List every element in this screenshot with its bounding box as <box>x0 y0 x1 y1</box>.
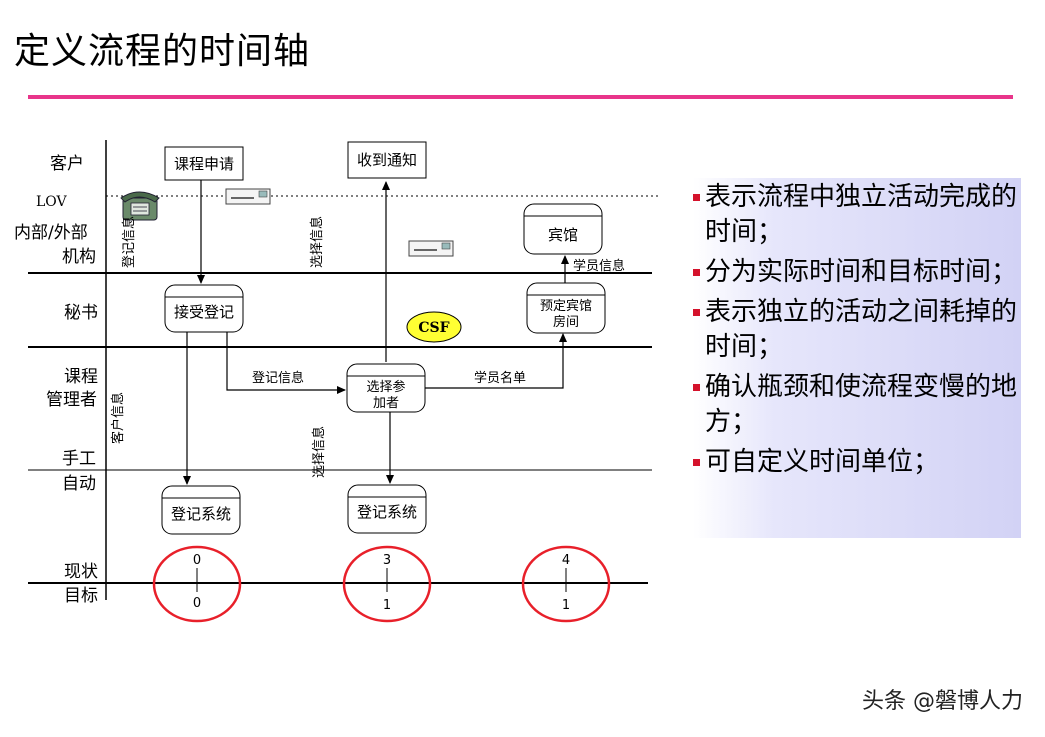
box-receive-notice-label: 收到通知 <box>357 151 417 169</box>
bullet-text: 可自定义时间单位； <box>705 447 940 477</box>
timeline-marker-2: 3 1 <box>342 545 432 623</box>
timeline-current-2: 3 <box>383 553 391 568</box>
bullet-square-icon <box>693 269 700 276</box>
lane-label-auto: 自动 <box>62 474 96 494</box>
csf-label: CSF <box>418 320 449 336</box>
envelope-icon <box>408 240 454 257</box>
lane-label-target: 目标 <box>64 586 98 606</box>
bullet-item: 确认瓶颈和使流程变慢的地方； <box>693 370 1017 440</box>
timeline-target-1: 0 <box>193 596 201 611</box>
lane-label-current: 现状 <box>64 562 98 582</box>
box-select-label-1: 选择参 <box>366 379 405 395</box>
bullet-text: 表示独立的活动之间耗掉的时间； <box>705 297 1018 362</box>
bullet-item: 表示流程中独立活动完成的时间； <box>693 180 1017 250</box>
box-hotel-label: 宾馆 <box>548 226 578 244</box>
lane-label-manual: 手工 <box>62 449 96 469</box>
box-book-hotel-label-1: 预定宾馆 <box>540 298 592 314</box>
label-select-info-top: 选择信息 <box>309 216 325 268</box>
timeline-current-1: 0 <box>193 553 201 568</box>
page-title: 定义流程的时间轴 <box>14 31 311 72</box>
box-reg-system-1-label: 登记系统 <box>171 505 231 523</box>
timeline-target-3: 1 <box>562 598 570 613</box>
lane-label-lov: LOV <box>36 194 68 210</box>
csf-ellipse <box>406 311 462 343</box>
timeline-target-2: 1 <box>383 598 391 613</box>
timeline-marker-3: 4 1 <box>521 545 611 623</box>
bullet-item: 分为实际时间和目标时间； <box>693 255 1017 290</box>
box-course-apply-label: 课程申请 <box>174 155 234 173</box>
box-course-apply <box>164 146 244 181</box>
lane-label-customer: 客户 <box>50 154 84 174</box>
notes-panel: 表示流程中独立活动完成的时间； 分为实际时间和目标时间； 表示独立的活动之间耗掉… <box>693 178 1021 538</box>
bullet-square-icon <box>693 194 700 201</box>
timeline-marker-1: 0 0 <box>152 545 242 623</box>
lane-label-course: 课程 <box>64 367 98 387</box>
label-student-info: 学员信息 <box>573 258 625 274</box>
title-divider <box>28 95 1013 99</box>
bullet-text: 分为实际时间和目标时间； <box>705 257 1018 287</box>
label-reg-info: 登记信息 <box>252 370 304 386</box>
bullet-text: 确认瓶颈和使流程变慢的地方； <box>705 372 1018 437</box>
telephone-icon <box>120 191 160 221</box>
bullet-square-icon <box>693 384 700 391</box>
arrow-select-to-hotel-booking <box>425 333 567 389</box>
arrow-accept-to-select <box>226 332 346 394</box>
lane-label-secretary: 秘书 <box>64 303 98 323</box>
box-select-label-2: 加者 <box>373 396 399 411</box>
bullet-square-icon <box>693 459 700 466</box>
box-accept-register-label: 接受登记 <box>174 303 234 321</box>
box-reg-system-2-label: 登记系统 <box>357 503 417 521</box>
envelope-icon <box>225 188 271 205</box>
watermark: 头条 @磐博人力 <box>862 689 1023 714</box>
label-reg-info-vertical: 登记信息 <box>121 216 137 268</box>
bullet-item: 可自定义时间单位； <box>693 445 1017 480</box>
bullet-text: 表示流程中独立活动完成的时间； <box>705 182 1018 247</box>
box-receive-notice <box>347 141 427 179</box>
box-book-hotel-label-2: 房间 <box>553 314 579 330</box>
label-student-list: 学员名单 <box>474 370 526 386</box>
bullet-item: 表示独立的活动之间耗掉的时间； <box>693 295 1017 365</box>
lane-label-org: 机构 <box>62 247 96 267</box>
lane-label-internal: 内部/外部 <box>14 223 88 243</box>
label-customer-info: 客户信息 <box>110 392 126 444</box>
lane-label-admin: 管理者 <box>46 390 97 410</box>
bullet-square-icon <box>693 309 700 316</box>
label-select-info-bottom: 选择信息 <box>311 426 327 478</box>
timeline-current-3: 4 <box>562 553 570 568</box>
